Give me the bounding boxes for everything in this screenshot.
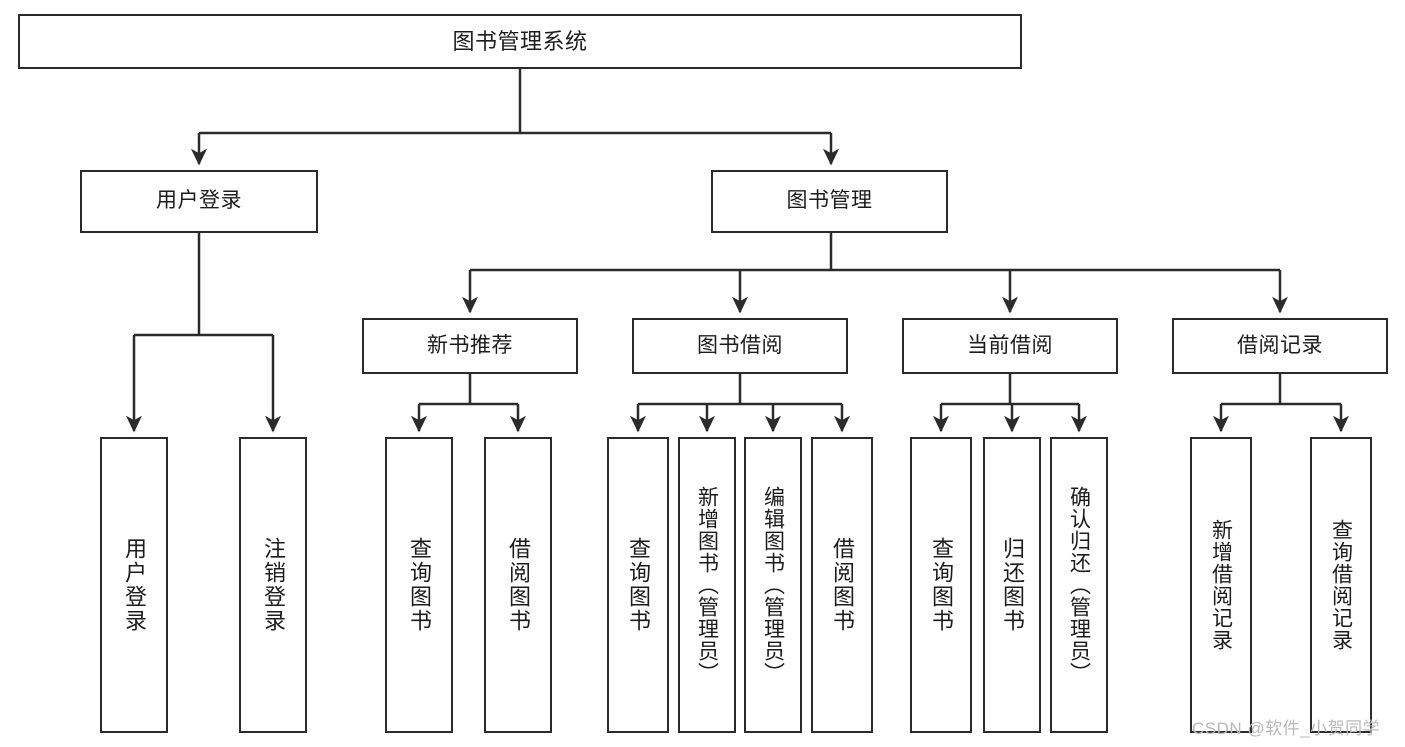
- leaf-query-book-current[interactable]: 查询图书: [910, 437, 972, 733]
- node-label: 图书管理系统: [452, 28, 588, 54]
- node-label: 借阅图书: [506, 537, 531, 633]
- leaf-add-book-admin[interactable]: 新增图书（管理员）: [678, 437, 736, 733]
- node-book-management[interactable]: 图书管理: [711, 170, 948, 233]
- leaf-edit-book-admin[interactable]: 编辑图书（管理员）: [744, 437, 802, 733]
- node-label: 查询图书: [626, 537, 651, 633]
- leaf-query-book-recommend[interactable]: 查询图书: [385, 437, 453, 733]
- node-new-book-recommend[interactable]: 新书推荐: [362, 318, 578, 374]
- leaf-logout[interactable]: 注销登录: [239, 437, 307, 733]
- leaf-confirm-return-admin[interactable]: 确认归还（管理员）: [1050, 437, 1108, 733]
- node-label: 确认归还（管理员）: [1067, 486, 1091, 684]
- node-label: 查询图书: [929, 537, 954, 633]
- node-label: 用户登录: [122, 537, 147, 633]
- node-label: 当前借阅: [967, 333, 1053, 357]
- leaf-query-book-borrow[interactable]: 查询图书: [607, 437, 669, 733]
- leaf-query-borrow-record[interactable]: 查询借阅记录: [1310, 437, 1372, 733]
- leaf-user-login[interactable]: 用户登录: [100, 437, 168, 733]
- node-label: 图书借阅: [697, 333, 783, 357]
- node-label: 新书推荐: [427, 333, 513, 357]
- node-borrow-record[interactable]: 借阅记录: [1172, 318, 1388, 374]
- leaf-add-borrow-record[interactable]: 新增借阅记录: [1190, 437, 1252, 733]
- node-user-login[interactable]: 用户登录: [80, 170, 318, 233]
- node-label: 归还图书: [1000, 537, 1025, 633]
- node-label: 新增借阅记录: [1209, 519, 1233, 651]
- node-label: 用户登录: [156, 189, 242, 213]
- leaf-borrow-book[interactable]: 借阅图书: [811, 437, 873, 733]
- node-label: 查询图书: [407, 537, 432, 633]
- node-current-borrow[interactable]: 当前借阅: [902, 318, 1118, 374]
- node-root[interactable]: 图书管理系统: [18, 14, 1022, 69]
- node-label: 图书管理: [786, 189, 873, 213]
- csdn-watermark: CSDN @软件_小贺同学: [1192, 719, 1381, 738]
- leaf-return-book[interactable]: 归还图书: [983, 437, 1041, 733]
- node-label: 借阅记录: [1237, 333, 1323, 357]
- node-label: 新增图书（管理员）: [695, 486, 719, 684]
- node-label: 注销登录: [261, 537, 286, 633]
- node-label: 编辑图书（管理员）: [761, 486, 785, 684]
- node-book-borrow[interactable]: 图书借阅: [632, 318, 848, 374]
- leaf-borrow-book-recommend[interactable]: 借阅图书: [484, 437, 552, 733]
- node-label: 查询借阅记录: [1329, 519, 1353, 651]
- node-label: 借阅图书: [830, 537, 855, 633]
